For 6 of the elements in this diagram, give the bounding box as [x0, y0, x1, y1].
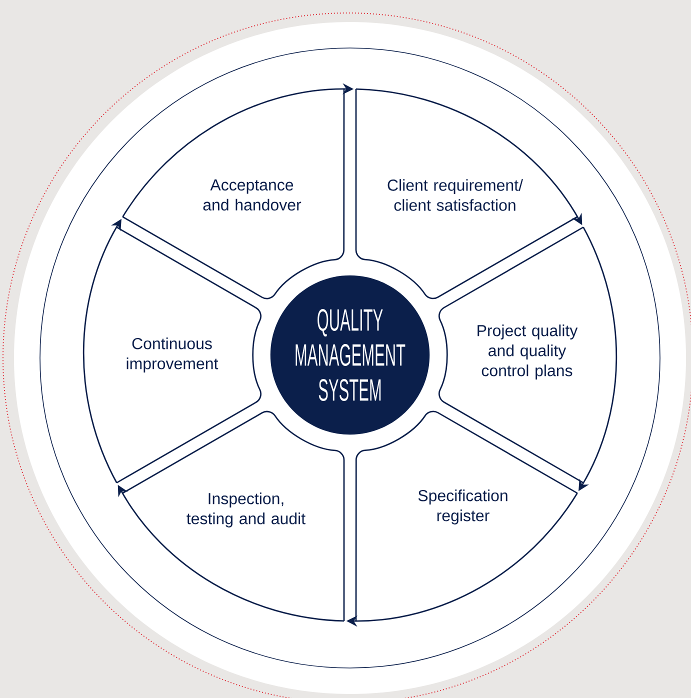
segment: Acceptance and handover [122, 88, 345, 300]
segment: Continuous improvement [116, 226, 262, 484]
segment: Project quality and quality control plans [438, 226, 584, 484]
segment: Client requirement/ client satisfaction [355, 89, 578, 300]
segment: Specification register [355, 410, 578, 621]
segment: Inspection, testing and audit [122, 410, 345, 621]
